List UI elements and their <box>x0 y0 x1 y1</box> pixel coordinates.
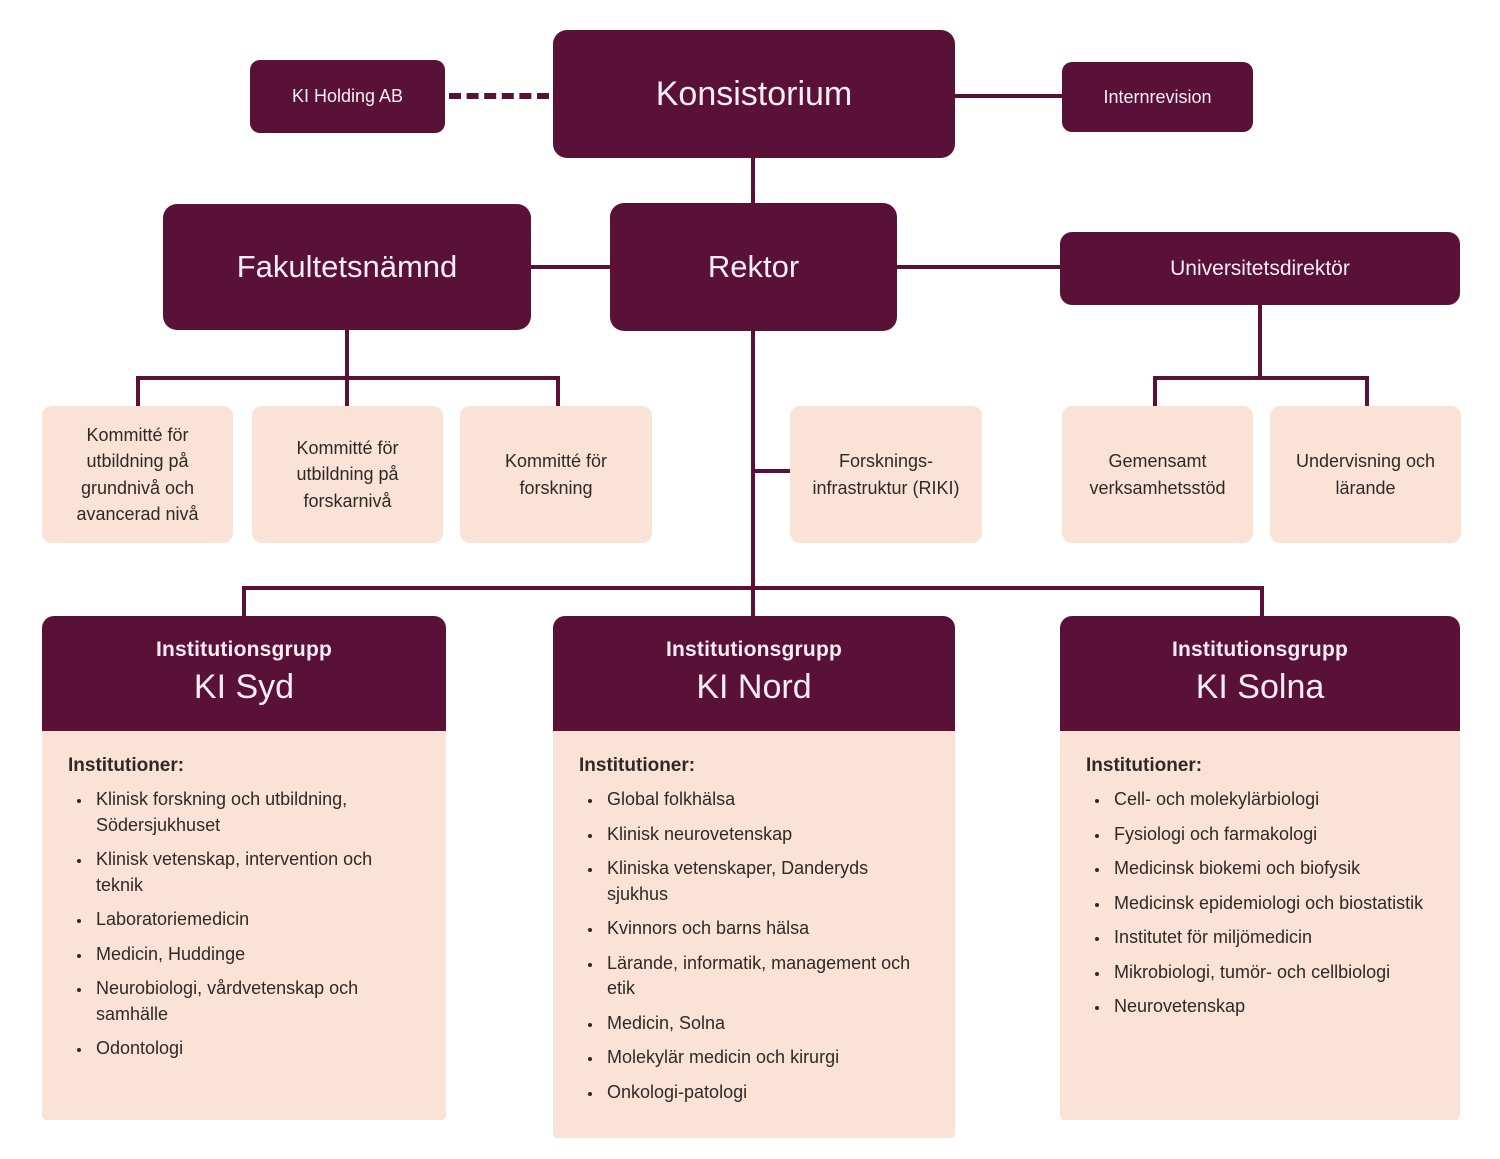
institution-item: Medicinsk epidemiologi och biostatistik <box>1110 891 1434 917</box>
institution-item: Odontologi <box>92 1036 420 1062</box>
institutions-list: Klinisk forskning och utbildning, Söders… <box>68 787 420 1062</box>
institutions-list: Global folkhälsaKlinisk neurovetenskapKl… <box>579 787 929 1105</box>
institution-item: Molekylär medicin och kirurgi <box>603 1045 929 1071</box>
node-label: Universitetsdirektör <box>1170 256 1350 280</box>
node-kommitte-forskning: Kommitté för forskning <box>460 406 652 543</box>
institution-item: Onkologi-patologi <box>603 1080 929 1106</box>
connector-drop-undervisning <box>1365 376 1369 406</box>
node-fakultetsnamnd: Fakultetsnämnd <box>163 204 531 330</box>
institution-group-title: KI Solna <box>1195 668 1325 706</box>
institution-item: Medicin, Solna <box>603 1011 929 1037</box>
connector-drop-ki-solna <box>1260 586 1264 616</box>
institution-item: Laboratoriemedicin <box>92 907 420 933</box>
node-kommitte-forskarniva: Kommitté för utbildning på forskarnivå <box>252 406 443 543</box>
institution-group-body: Institutioner: Cell- och molekylärbiolog… <box>1060 731 1460 1120</box>
node-label: KI Holding AB <box>291 86 404 106</box>
connector-fakultetsnamnd-down <box>345 330 349 378</box>
node-label: Kommitté för forskning <box>504 451 608 498</box>
connector-fakultetsnamnd-rektor <box>531 265 610 269</box>
connector-drop-gemensamt <box>1153 376 1157 406</box>
connector-konsistorium-internrevision <box>955 94 1062 98</box>
institution-item: Institutet för miljömedicin <box>1110 925 1434 951</box>
institution-item: Medicinsk biokemi och biofysik <box>1110 856 1434 882</box>
institution-group-header: Institutionsgrupp KI Syd <box>42 616 446 731</box>
node-gemensamt-verksamhetsstod: Gemensamt verksamhetsstöd <box>1062 406 1253 543</box>
institutions-heading: Institutioner: <box>68 755 185 776</box>
connector-drop-ki-syd <box>242 586 246 616</box>
node-internrevision: Internrevision <box>1062 62 1253 132</box>
connector-institution-groups-horizontal <box>242 586 1264 590</box>
institution-group-title: KI Nord <box>696 668 812 706</box>
institution-group-ki-syd: Institutionsgrupp KI Syd Institutioner: … <box>42 616 446 1120</box>
institution-group-subtitle: Institutionsgrupp <box>155 638 333 661</box>
node-label: Kommitté för utbildning på forskarnivå <box>296 438 399 511</box>
institution-group-subtitle: Institutionsgrupp <box>665 638 843 661</box>
institution-item: Klinisk forskning och utbildning, Söders… <box>92 787 420 838</box>
institution-item: Fysiologi och farmakologi <box>1110 822 1434 848</box>
node-label: Kommitté för utbildning på grundnivå och… <box>76 425 199 524</box>
institution-item: Klinisk neurovetenskap <box>603 822 929 848</box>
institution-group-ki-nord: Institutionsgrupp KI Nord Institutioner:… <box>553 616 955 1139</box>
institution-item: Neurovetenskap <box>1110 994 1434 1020</box>
connector-universitetsdirektor-horizontal <box>1153 376 1369 380</box>
institution-group-header: Institutionsgrupp KI Solna <box>1060 616 1460 731</box>
node-kommitte-grundniva: Kommitté för utbildning på grundnivå och… <box>42 406 233 543</box>
connector-dashed-holding-konsistorium <box>449 93 549 99</box>
node-konsistorium: Konsistorium <box>553 30 955 158</box>
institution-item: Global folkhälsa <box>603 787 929 813</box>
institutions-heading: Institutioner: <box>1086 755 1203 776</box>
node-label: Gemensamt verksamhetsstöd <box>1089 451 1226 498</box>
connector-drop-kommitte-forskarniva <box>345 376 349 406</box>
institution-item: Cell- och molekylärbiologi <box>1110 787 1434 813</box>
institution-item: Medicin, Huddinge <box>92 942 420 968</box>
node-undervisning-och-larande: Undervisning och lärande <box>1270 406 1461 543</box>
institution-item: Kvinnors och barns hälsa <box>603 916 929 942</box>
node-rektor: Rektor <box>610 203 897 331</box>
node-ki-holding-ab: KI Holding AB <box>250 60 445 133</box>
institutions-heading: Institutioner: <box>579 755 696 776</box>
institution-item: Klinisk vetenskap, intervention och tekn… <box>92 847 420 898</box>
connector-universitetsdirektor-down <box>1258 305 1262 378</box>
connector-rektor-main-vertical <box>751 331 755 616</box>
institution-item: Mikrobiologi, tumör- och cellbiologi <box>1110 960 1434 986</box>
institution-group-subtitle: Institutionsgrupp <box>1171 638 1349 661</box>
connector-riki-branch <box>753 469 790 473</box>
node-forskningsinfrastruktur-riki: Forsknings-infrastruktur (RIKI) <box>790 406 982 543</box>
connector-rektor-universitetsdirektor <box>897 265 1060 269</box>
institution-group-body: Institutioner: Klinisk forskning och utb… <box>42 731 446 1120</box>
institution-group-body: Institutioner: Global folkhälsaKlinisk n… <box>553 731 955 1139</box>
node-label: Fakultetsnämnd <box>236 249 458 284</box>
institution-group-title: KI Syd <box>193 668 295 706</box>
institution-group-ki-solna: Institutionsgrupp KI Solna Institutioner… <box>1060 616 1460 1120</box>
institution-group-header: Institutionsgrupp KI Nord <box>553 616 955 731</box>
node-label: Konsistorium <box>655 74 853 113</box>
connector-konsistorium-rektor <box>751 158 755 203</box>
node-universitetsdirektor: Universitetsdirektör <box>1060 232 1460 305</box>
node-label: Internrevision <box>1103 86 1212 107</box>
node-label: Forsknings-infrastruktur (RIKI) <box>812 451 960 498</box>
connector-drop-kommitte-grundniva <box>136 376 140 406</box>
institution-item: Neurobiologi, vårdvetenskap och samhälle <box>92 976 420 1027</box>
connector-drop-kommitte-forskning <box>556 376 560 406</box>
institution-item: Lärande, informatik, management och etik <box>603 951 929 1002</box>
institutions-list: Cell- och molekylärbiologiFysiologi och … <box>1086 787 1434 1020</box>
node-label: Rektor <box>707 249 800 284</box>
node-label: Undervisning och lärande <box>1295 451 1436 498</box>
institution-item: Kliniska vetenskaper, Danderyds sjukhus <box>603 856 929 907</box>
